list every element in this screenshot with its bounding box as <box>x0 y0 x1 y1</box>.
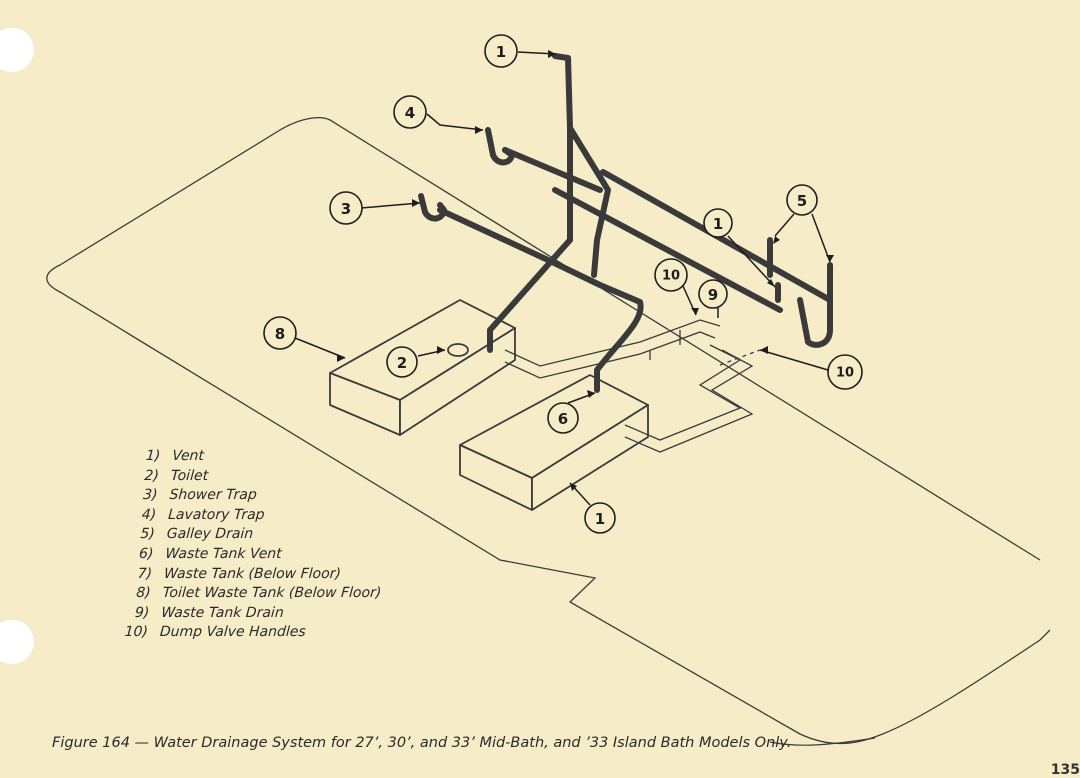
page-number: 135 <box>1050 762 1080 778</box>
callout-10-valve-a <box>654 258 688 292</box>
caption-swash <box>769 737 876 746</box>
callout-leaders <box>294 51 831 506</box>
dump-valve-handles <box>719 349 761 366</box>
legend-text: Shower Trap <box>168 487 258 504</box>
callout-label: 1 <box>496 43 506 61</box>
floor-outline <box>46 117 1051 745</box>
legend-item: 6) Waste Tank Vent <box>117 545 385 565</box>
legend-item: 7) Waste Tank (Below Floor) <box>115 565 383 585</box>
legend-text: Toilet Waste Tank (Below Floor) <box>162 585 382 602</box>
callout-8-toilet-tank <box>263 316 297 350</box>
legend-item: 3) Shower Trap <box>121 486 389 506</box>
toilet-fixture <box>447 343 469 357</box>
callout-label: 3 <box>341 200 351 218</box>
legend-text: Dump Valve Handles <box>159 624 307 641</box>
legend-text: Vent <box>171 448 205 464</box>
toilet-waste-tank <box>329 299 516 436</box>
callout-5-galley <box>786 184 818 216</box>
legend-number: 1) <box>145 448 161 464</box>
callout-label: 9 <box>708 286 718 304</box>
callout-label: 10 <box>662 269 680 284</box>
legend-item: 5) Galley Drain <box>118 525 386 545</box>
legend-number: 2) <box>143 467 160 484</box>
callout-label: 2 <box>397 354 407 372</box>
legend-number: 9) <box>134 604 150 621</box>
callout-label: 10 <box>836 366 854 381</box>
callout-label: 1 <box>713 215 723 233</box>
figure-caption: Figure 164 — Water Drainage System for 2… <box>52 735 792 751</box>
callout-1-vent-top <box>484 34 518 68</box>
legend-number: 10) <box>124 624 149 641</box>
callout-4-lavatory <box>393 95 427 129</box>
callout-label: 1 <box>595 510 605 528</box>
callout-1-vent-galley <box>703 208 733 238</box>
legend-number: 6) <box>138 545 154 562</box>
callout-labels: 1 4 3 1 5 10 9 10 8 2 6 1 <box>275 43 854 528</box>
waste-tank <box>459 374 649 511</box>
callout-arrowheads <box>337 50 834 491</box>
legend-number: 3) <box>142 487 159 504</box>
legend-text: Waste Tank (Below Floor) <box>163 565 342 582</box>
drain-pipes <box>418 53 833 393</box>
callout-markers <box>263 34 863 534</box>
callout-3-shower <box>329 191 363 225</box>
callout-10-valve-b <box>827 354 863 390</box>
legend-number: 5) <box>139 526 156 543</box>
legend-item: 1) Vent <box>123 447 391 467</box>
legend-text: Waste Tank Vent <box>164 545 283 562</box>
legend-text: Toilet <box>170 467 209 484</box>
legend-item: 10) Dump Valve Handles <box>111 623 379 643</box>
callout-1-waste-tank <box>584 502 616 534</box>
callout-label: 4 <box>405 104 415 122</box>
callout-label: 6 <box>558 410 568 428</box>
legend-item: 9) Waste Tank Drain <box>113 604 381 624</box>
parts-legend: 1) Vent 2) Toilet 3) Shower Trap 4) Lavatory… <box>111 447 391 643</box>
legend-text: Lavatory Trap <box>167 506 266 523</box>
callout-2-toilet <box>386 346 418 378</box>
callout-9-drain <box>698 279 728 309</box>
legend-item: 8) Toilet Waste Tank (Below Floor) <box>114 584 382 604</box>
legend-number: 4) <box>141 506 157 523</box>
legend-text: Galley Drain <box>166 526 254 543</box>
binder-hole-top <box>0 28 34 72</box>
callout-label: 5 <box>797 192 807 210</box>
binder-hole-bottom <box>0 620 34 664</box>
legend-number: 8) <box>135 585 152 602</box>
legend-item: 4) Lavatory Trap <box>119 506 387 526</box>
legend-text: Waste Tank Drain <box>160 604 285 621</box>
legend-number: 7) <box>137 565 153 582</box>
callout-6-tank-vent <box>547 402 579 434</box>
callout-label: 8 <box>275 325 285 343</box>
legend-item: 2) Toilet <box>122 467 390 487</box>
